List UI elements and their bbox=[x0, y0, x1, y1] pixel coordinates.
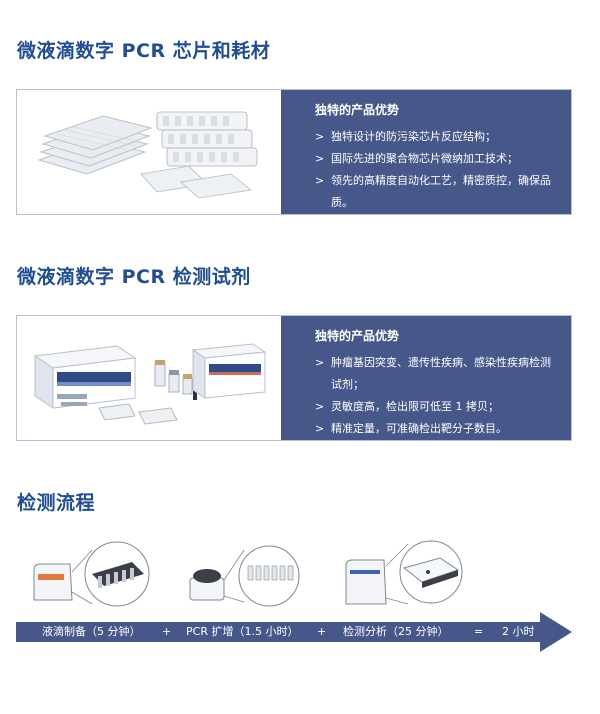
arrow-head bbox=[540, 612, 572, 652]
workflow-step-analysis: 检测分析（25 分钟） bbox=[343, 625, 449, 638]
thermocycler-icon bbox=[189, 545, 300, 607]
section-title-workflow: 检测流程 bbox=[17, 492, 96, 514]
workflow-step-pcr: PCR 扩增（1.5 小时） bbox=[186, 625, 299, 638]
reagents-card: 独特的产品优势 肿瘤基因突变、遗传性疾病、感染性疾病检测试剂； 灵敏度高，检出限… bbox=[16, 315, 572, 441]
chips-advantage-item: 国际先进的聚合物芯片微纳加工技术； bbox=[315, 148, 557, 170]
chips-advantages-panel: 独特的产品优势 独特设计的防污染芯片反应结构； 国际先进的聚合物芯片微纳加工技术… bbox=[281, 90, 571, 214]
chips-advantage-item: 独特设计的防污染芯片反应结构； bbox=[315, 126, 557, 148]
chips-advantage-item: 领先的高精度自动化工艺，精密质控，确保品质。 bbox=[315, 170, 557, 214]
reagents-advantage-item: 肿瘤基因突变、遗传性疾病、感染性疾病检测试剂； bbox=[315, 352, 557, 396]
arrow-body bbox=[16, 622, 542, 642]
chips-advantages-list: 独特设计的防污染芯片反应结构； 国际先进的聚合物芯片微纳加工技术； 领先的高精度… bbox=[315, 126, 557, 214]
workflow-illustration bbox=[33, 540, 463, 607]
workflow-total-time: 2 小时 bbox=[502, 625, 535, 638]
reagents-advantage-item: 灵敏度高，检出限可低至 1 拷贝； bbox=[315, 396, 557, 418]
chips-card: 独特的产品优势 独特设计的防污染芯片反应结构； 国际先进的聚合物芯片微纳加工技术… bbox=[16, 89, 572, 215]
workflow-plus-1: + bbox=[162, 625, 172, 638]
section-title-reagents: 微液滴数字 PCR 检测试剂 bbox=[17, 266, 251, 288]
section-title-chips: 微液滴数字 PCR 芯片和耗材 bbox=[17, 40, 271, 62]
reagents-advantage-item: 精准定量，可准确检出靶分子数目。 bbox=[315, 418, 557, 440]
chips-product-image bbox=[17, 90, 281, 214]
reagents-advantages-list: 肿瘤基因突变、遗传性疾病、感染性疾病检测试剂； 灵敏度高，检出限可低至 1 拷贝… bbox=[315, 352, 557, 440]
analyzer-icon bbox=[345, 540, 463, 605]
workflow-step-droplet: 液滴制备（5 分钟） bbox=[42, 625, 141, 638]
chips-advantages-title: 独特的产品优势 bbox=[315, 103, 400, 117]
workflow-timeline-arrow: 液滴制备（5 分钟） + PCR 扩增（1.5 小时） + 检测分析（25 分钟… bbox=[16, 612, 572, 652]
reagents-product-image bbox=[17, 316, 281, 440]
droplet-generator-icon bbox=[33, 541, 150, 607]
reagents-advantages-panel: 独特的产品优势 肿瘤基因突变、遗传性疾病、感染性疾病检测试剂； 灵敏度高，检出限… bbox=[281, 316, 571, 440]
workflow-plus-2: + bbox=[317, 625, 327, 638]
reagents-advantages-title: 独特的产品优势 bbox=[315, 329, 400, 343]
workflow-equals: = bbox=[474, 625, 484, 638]
